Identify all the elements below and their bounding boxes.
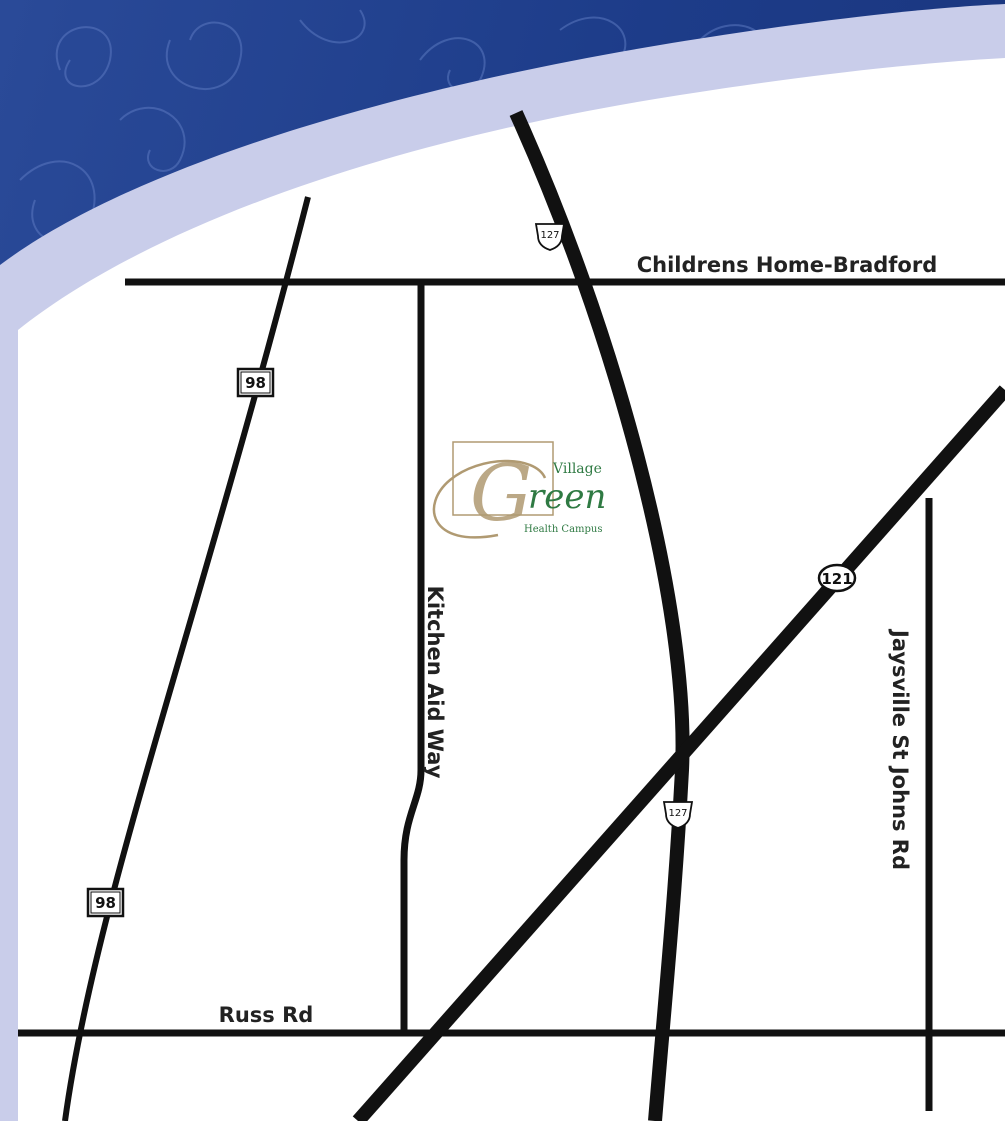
- label-russ-rd: Russ Rd: [219, 1003, 314, 1027]
- svg-text:98: 98: [245, 374, 266, 392]
- road-sr121: [352, 385, 1005, 1121]
- shield-sr98-bottom: 98: [86, 887, 125, 918]
- road-kitchen-aid-way: [400, 282, 425, 1033]
- shield-sr98-top: 98: [236, 367, 275, 398]
- svg-text:121: 121: [821, 570, 852, 588]
- svg-text:127: 127: [668, 808, 687, 819]
- logo-swirl: [432, 459, 547, 539]
- road-us127: [509, 110, 690, 1121]
- logo-health-campus: Health Campus: [524, 524, 603, 535]
- label-jaysville-st-johns-rd: Jaysville St Johns Rd: [888, 628, 912, 870]
- shield-sr121: 121: [817, 563, 857, 593]
- logo-g-initial: G: [470, 449, 532, 539]
- shield-us127-top: 127: [534, 223, 566, 251]
- svg-text:127: 127: [540, 230, 559, 241]
- logo-village: Village: [552, 461, 602, 477]
- roads: [18, 110, 1005, 1121]
- label-kitchen-aid-way: Kitchen Aid Way: [423, 586, 447, 779]
- map-background: [18, 58, 1005, 1121]
- svg-text:98: 98: [95, 894, 116, 912]
- shield-us127-bottom: 127: [662, 801, 694, 829]
- village-green-logo: G Village reen Health Campus: [432, 441, 606, 539]
- logo-green: reen: [528, 477, 606, 517]
- label-childrens-home-bradford: Childrens Home-Bradford: [637, 253, 938, 277]
